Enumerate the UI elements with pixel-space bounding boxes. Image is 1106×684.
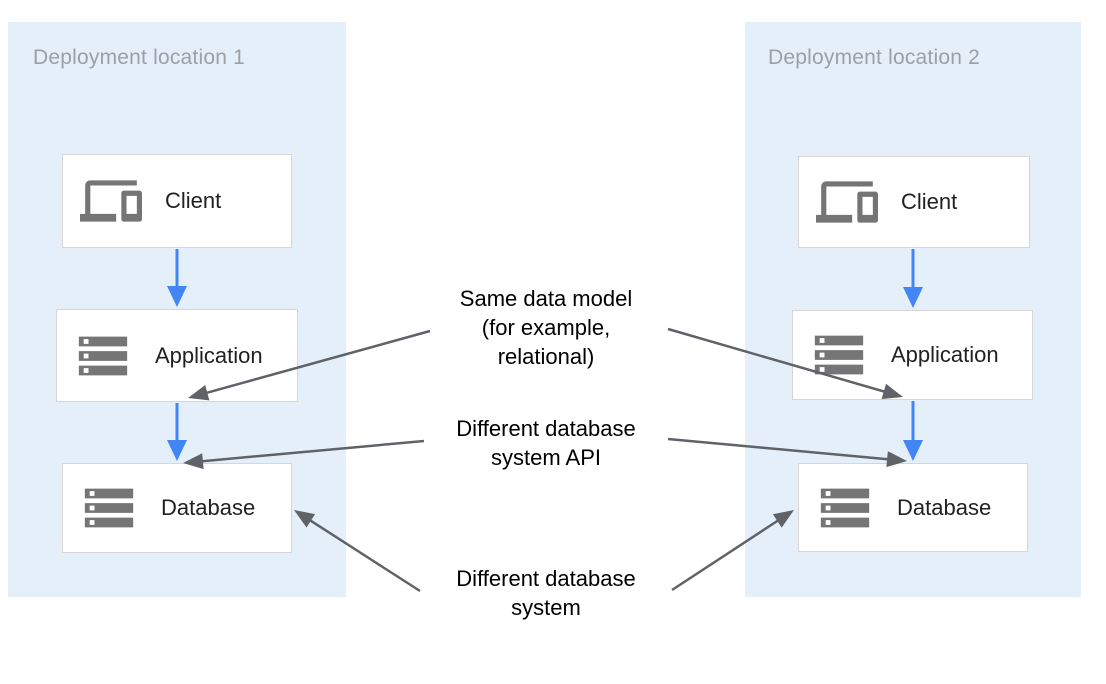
devices-icon <box>80 180 142 222</box>
client-box-1: Client <box>62 154 292 248</box>
database-box-2: Database <box>798 463 1028 552</box>
client-box-2: Client <box>798 156 1030 248</box>
node-label: Database <box>161 495 256 520</box>
storage-icon <box>820 488 870 527</box>
database-box-1: Database <box>62 463 292 553</box>
annotation-same-data-model: Same data model (for example, relational… <box>459 286 633 369</box>
storage-icon <box>814 335 864 375</box>
storage-icon <box>84 488 134 528</box>
devices-icon <box>816 181 878 223</box>
application-box-2: Application <box>792 310 1033 400</box>
storage-icon <box>78 336 128 375</box>
node-label: Application <box>891 342 999 367</box>
panel-1-title: Deployment location 1 <box>33 46 245 69</box>
node-label: Client <box>165 188 222 213</box>
node-label: Application <box>155 342 263 368</box>
node-label: Client <box>901 189 958 214</box>
node-label: Database <box>897 494 992 520</box>
panel-2-title: Deployment location 2 <box>768 46 980 69</box>
application-box-1: Application <box>56 309 298 402</box>
annotation-different-db-system: Different database system <box>456 566 636 620</box>
annotation-different-db-api: Different database system API <box>456 416 636 470</box>
